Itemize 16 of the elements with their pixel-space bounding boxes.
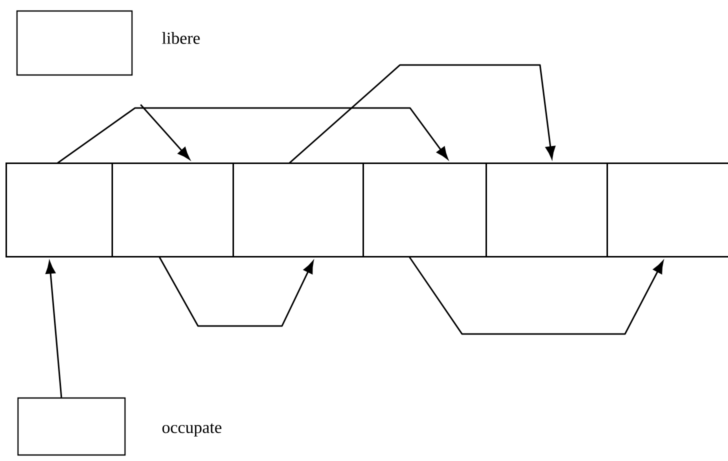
box-caption: libere (162, 32, 200, 44)
arrow (158, 256, 314, 327)
arrow (140, 104, 190, 160)
arrow (288, 64, 556, 164)
memory-cell (6, 162, 114, 258)
arrow (56, 107, 448, 164)
list-head-box (16, 10, 133, 76)
memory-cell (486, 162, 609, 258)
list-head-box (17, 397, 126, 456)
memory-cell (362, 162, 488, 258)
memory-cell (112, 162, 235, 258)
memory-cell (232, 162, 365, 258)
arrow (46, 261, 62, 398)
arrow (408, 256, 664, 335)
box-caption: occupate (162, 423, 222, 437)
memory-cell (606, 162, 728, 258)
